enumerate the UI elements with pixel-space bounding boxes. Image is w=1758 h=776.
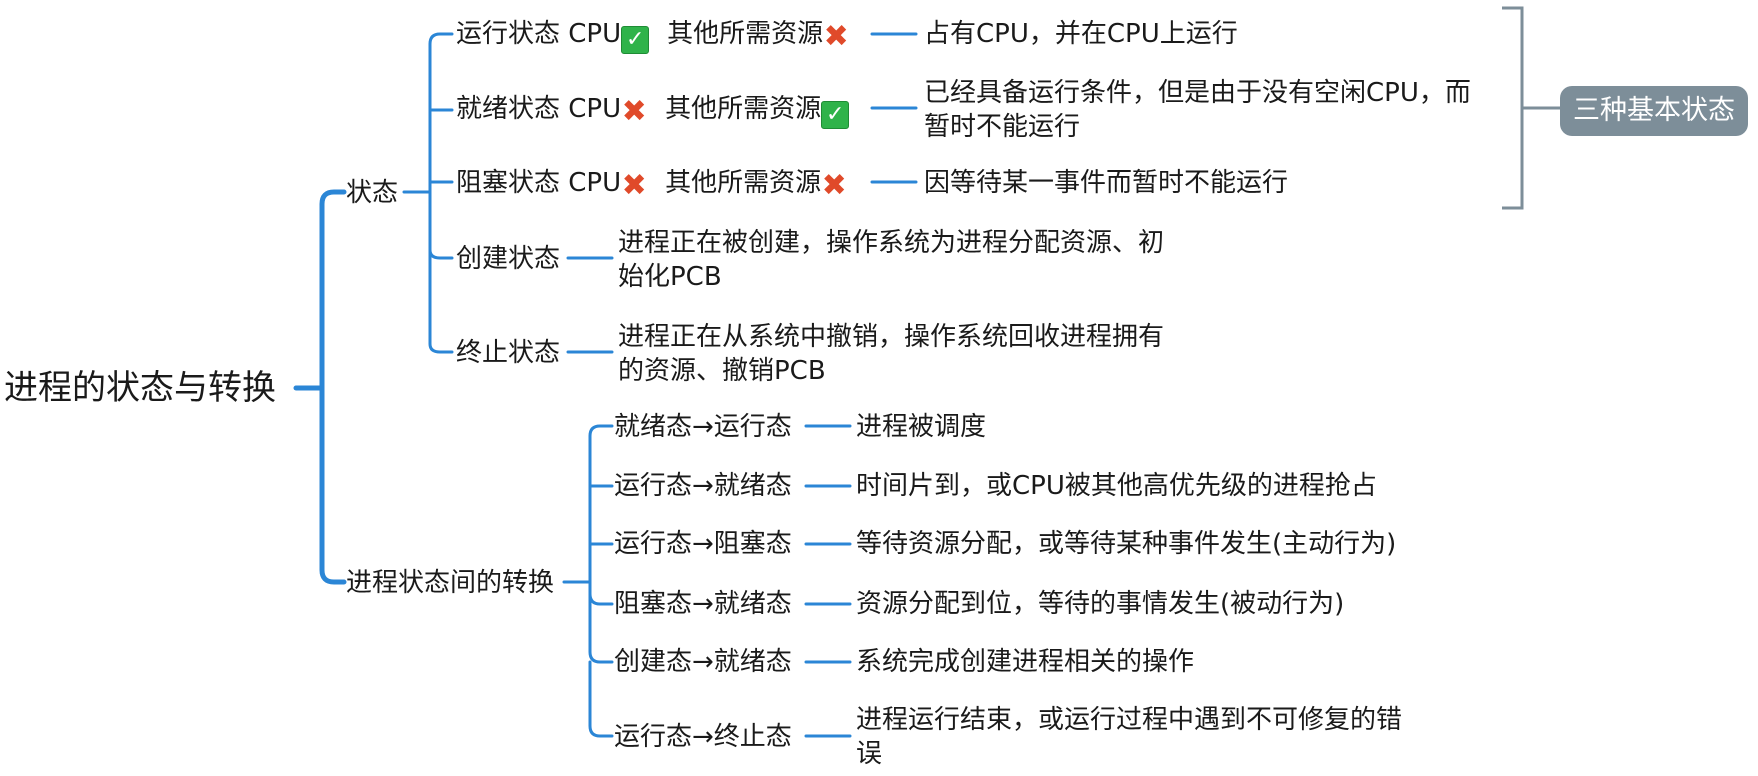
branch-states: 状态 (346, 178, 399, 208)
transition-desc: 等待资源分配，或等待某种事件发生(主动行为) (856, 529, 1397, 559)
state-running-res-label: 其他所需资源 (667, 19, 824, 49)
check-icon: ✓ (821, 101, 850, 129)
state-created-desc: 进程正在被创建，操作系统为进程分配资源、初 始化PCB (618, 226, 1178, 294)
transition-desc: 资源分配到位，等待的事情发生(被动行为) (856, 589, 1345, 619)
root-spine (319, 189, 347, 585)
state-blocked: 阻塞状态 CPU✖其他所需资源✖ (456, 166, 847, 203)
state-blocked-res-label: 其他所需资源 (665, 168, 822, 198)
summary-bracket (1502, 6, 1560, 210)
transition-desc: 时间片到，或CPU被其他高优先级的进程抢占 (856, 471, 1377, 501)
transition-desc-line2: 误 (856, 739, 883, 769)
state-running-name: 运行状态 (456, 19, 561, 49)
summary-tag: 三种基本状态 (1560, 86, 1748, 136)
check-icon: ✓ (621, 26, 650, 54)
transition-desc: 进程运行结束，或运行过程中遇到不可修复的错 误 (856, 703, 1416, 771)
transition-item: 运行态→就绪态 (614, 471, 792, 501)
transition-item: 运行态→终止态 (614, 722, 792, 752)
transition-item: 创建态→就绪态 (614, 647, 792, 677)
transition-desc: 系统完成创建进程相关的操作 (856, 647, 1195, 677)
transition-desc-line1: 进程运行结束，或运行过程中遇到不可修复的错 (856, 705, 1403, 735)
cross-icon: ✖ (621, 168, 647, 203)
branch-transitions: 进程状态间的转换 (346, 568, 555, 598)
state-ready-desc-line2: 暂时不能运行 (924, 112, 1081, 142)
cross-icon: ✖ (823, 19, 849, 54)
state-running-desc: 占有CPU，并在CPU上运行 (924, 19, 1238, 49)
state-ready-desc: 已经具备运行条件，但是由于没有空闲CPU，而 暂时不能运行 (924, 76, 1494, 144)
state-blocked-name: 阻塞状态 (456, 168, 561, 198)
states-spine (428, 32, 454, 354)
cross-icon: ✖ (821, 168, 847, 203)
transition-desc: 进程被调度 (856, 412, 987, 442)
transition-item: 阻塞态→就绪态 (614, 589, 792, 619)
state-ready-cpu-label: CPU (568, 94, 622, 124)
state-running-cpu-label: CPU (568, 19, 622, 49)
state-created: 创建状态 (456, 244, 561, 274)
root-topic: 进程的状态与转换 (4, 368, 276, 408)
transition-item: 就绪态→运行态 (614, 412, 792, 442)
state-terminated-desc-line1: 进程正在从系统中撤销，操作系统回收进程拥有 (618, 322, 1165, 352)
transition-item: 运行态→阻塞态 (614, 529, 792, 559)
state-ready-desc-line1: 已经具备运行条件，但是由于没有空闲CPU，而 (924, 78, 1471, 108)
state-created-desc-line2: 始化PCB (618, 262, 722, 292)
cross-icon: ✖ (621, 94, 647, 129)
state-terminated-desc-line2: 的资源、撤销PCB (618, 356, 826, 386)
state-blocked-cpu-label: CPU (568, 168, 622, 198)
transitions-spine (588, 424, 614, 738)
state-ready-name: 就绪状态 (456, 94, 561, 124)
state-terminated-desc: 进程正在从系统中撤销，操作系统回收进程拥有 的资源、撤销PCB (618, 320, 1178, 388)
state-terminated: 终止状态 (456, 338, 561, 368)
state-ready: 就绪状态 CPU✖ 其他所需资源✓ (456, 92, 850, 129)
state-blocked-desc: 因等待某一事件而暂时不能运行 (924, 168, 1289, 198)
state-created-desc-line1: 进程正在被创建，操作系统为进程分配资源、初 (618, 228, 1165, 258)
state-running: 运行状态 CPU✓ 其他所需资源✖ (456, 17, 849, 54)
state-ready-res-label: 其他所需资源 (665, 94, 822, 124)
